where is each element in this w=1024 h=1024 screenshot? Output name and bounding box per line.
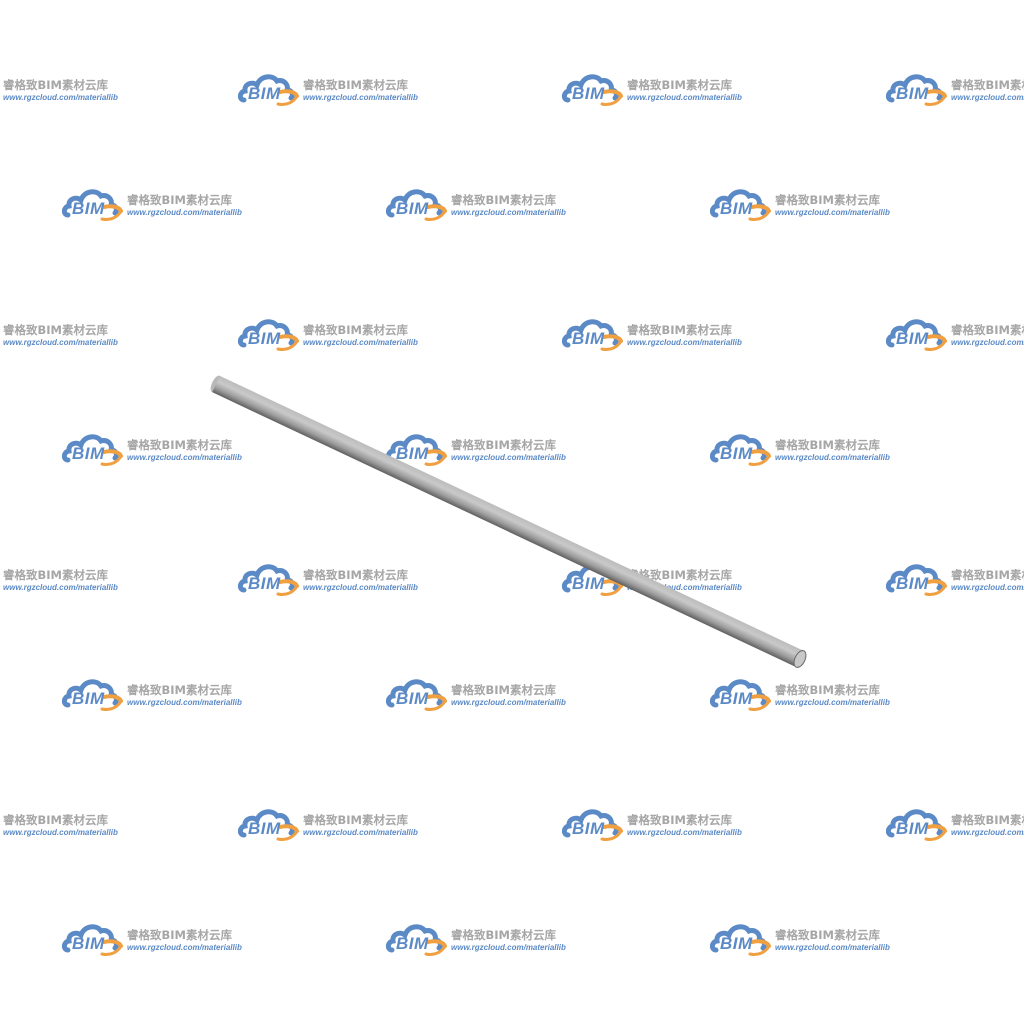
rod-transform bbox=[210, 375, 807, 668]
cylindrical-rod bbox=[210, 375, 807, 668]
rod-body bbox=[212, 375, 804, 668]
rod-end-cap bbox=[793, 650, 807, 668]
rod-start-rim bbox=[210, 375, 220, 393]
